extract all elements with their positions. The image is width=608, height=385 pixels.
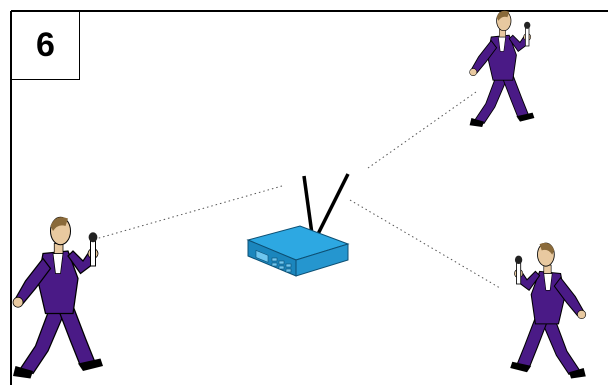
slide-number-badge: 6 — [11, 11, 80, 80]
wireless-router-icon — [246, 173, 350, 277]
signal-line-top-right — [367, 91, 477, 169]
singer-with-microphone-icon — [469, 10, 535, 128]
signal-lines — [91, 91, 501, 289]
signal-line-left — [91, 185, 283, 241]
singer-with-microphone-icon — [12, 216, 104, 380]
slide-number: 6 — [36, 26, 55, 64]
singer-with-microphone-icon — [509, 242, 587, 380]
signal-line-bottom-right — [349, 199, 501, 289]
